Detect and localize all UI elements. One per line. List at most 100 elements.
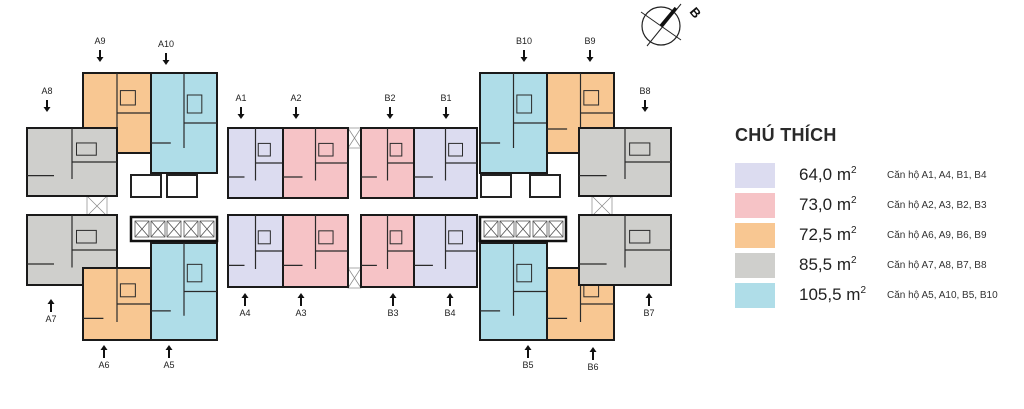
unit-label: B4	[444, 308, 455, 318]
legend-swatch-85-5	[735, 252, 775, 278]
area-unit: m	[846, 285, 861, 304]
arrow-up-icon	[524, 345, 532, 350]
corridors	[20, 198, 680, 215]
area-value: 105,5	[799, 285, 842, 304]
arrow-up-icon	[297, 293, 305, 298]
unit-label: A8	[41, 86, 52, 96]
unit-b3	[360, 214, 415, 288]
area-value: 73,0	[799, 195, 833, 214]
legend-units-text: Căn hộ A2, A3, B2, B3	[887, 199, 987, 211]
unit-label: B9	[584, 36, 595, 46]
unit-label: A6	[98, 360, 109, 370]
arrow-up-icon	[589, 347, 597, 352]
unit-label: A1	[235, 93, 246, 103]
arrow-down-icon	[96, 57, 104, 62]
unit-label: B3	[387, 308, 398, 318]
unit-a2	[282, 127, 349, 199]
area-unit: m	[836, 255, 851, 274]
unit-label: B1	[440, 93, 451, 103]
legend-area: 105,5 m2	[799, 285, 887, 305]
arrow-down-icon	[162, 60, 170, 65]
area-unit: m	[836, 225, 851, 244]
unit-b1	[413, 127, 478, 199]
legend-item: 73,0 m2 Căn hộ A2, A3, B2, B3	[735, 192, 1020, 218]
unit-a3	[282, 214, 349, 288]
area-unit: m	[836, 195, 851, 214]
legend-swatch-73	[735, 192, 775, 218]
unit-a4	[227, 214, 284, 288]
stair-core	[166, 174, 198, 198]
arrow-down-icon	[43, 107, 51, 112]
legend-title: CHÚ THÍCH	[735, 125, 837, 145]
arrow-down-icon	[586, 57, 594, 62]
arrow-up-icon	[100, 345, 108, 350]
unit-a10	[150, 72, 218, 174]
stair-core	[480, 174, 512, 198]
unit-b4	[413, 214, 478, 288]
legend-swatch-72-5	[735, 222, 775, 248]
unit-label: A2	[290, 93, 301, 103]
arrow-up-icon	[645, 293, 653, 298]
arrow-down-icon	[386, 114, 394, 119]
area-value: 85,5	[799, 255, 833, 274]
legend-area: 73,0 m2	[799, 195, 887, 215]
legend-item: 72,5 m2 Căn hộ A6, A9, B6, B9	[735, 222, 1020, 248]
unit-label: A9	[94, 36, 105, 46]
compass: B	[640, 3, 704, 47]
area-value: 72,5	[799, 225, 833, 244]
arrow-down-icon	[237, 114, 245, 119]
apartment-units	[26, 72, 672, 341]
area-unit-exponent: 2	[851, 255, 857, 266]
unit-b2	[360, 127, 415, 199]
compass-north-needle-icon	[659, 6, 678, 28]
legend-units-text: Căn hộ A1, A4, B1, B4	[887, 169, 987, 181]
unit-label: A3	[295, 308, 306, 318]
legend-units-text: Căn hộ A5, A10, B5, B10	[887, 289, 998, 301]
unit-label: B5	[522, 360, 533, 370]
arrow-up-icon	[241, 293, 249, 298]
legend-units-text: Căn hộ A6, A9, B6, B9	[887, 229, 987, 241]
stair-core	[130, 174, 162, 198]
unit-label: A7	[45, 314, 56, 324]
unit-label: B7	[643, 308, 654, 318]
arrow-up-icon	[389, 293, 397, 298]
unit-a1	[227, 127, 284, 199]
legend-item: 105,5 m2 Căn hộ A5, A10, B5, B10	[735, 282, 1020, 308]
legend-swatch-64	[735, 162, 775, 188]
arrow-up-icon	[446, 293, 454, 298]
legend-area: 72,5 m2	[799, 225, 887, 245]
legend-item: 85,5 m2 Căn hộ A7, A8, B7, B8	[735, 252, 1020, 278]
unit-b7	[578, 214, 672, 286]
legend-area: 64,0 m2	[799, 165, 887, 185]
unit-a6	[82, 267, 152, 341]
unit-label: B8	[639, 86, 650, 96]
legend-item: 64,0 m2 Căn hộ A1, A4, B1, B4	[735, 162, 1020, 188]
arrow-up-icon	[165, 345, 173, 350]
unit-b10	[479, 72, 548, 174]
legend-area: 85,5 m2	[799, 255, 887, 275]
unit-label: A4	[239, 308, 250, 318]
area-unit-exponent: 2	[851, 165, 857, 176]
stair-core	[529, 174, 561, 198]
legend-swatch-105-5	[735, 282, 775, 308]
elevator-stair-cores	[86, 127, 613, 289]
arrow-down-icon	[442, 114, 450, 119]
area-unit: m	[836, 165, 851, 184]
unit-label: B6	[587, 362, 598, 372]
compass-circle	[641, 6, 681, 46]
unit-label: B2	[384, 93, 395, 103]
arrow-down-icon	[292, 114, 300, 119]
unit-b8	[578, 127, 672, 197]
legend-units-text: Căn hộ A7, A8, B7, B8	[887, 259, 987, 271]
arrow-up-icon	[47, 299, 55, 304]
area-unit-exponent: 2	[860, 285, 867, 296]
unit-b5	[479, 242, 548, 341]
area-unit-exponent: 2	[851, 225, 857, 236]
arrow-down-icon	[520, 57, 528, 62]
unit-label: A10	[158, 39, 174, 49]
unit-a8	[26, 127, 118, 197]
area-unit-exponent: 2	[851, 195, 857, 206]
unit-label: B10	[516, 36, 532, 46]
